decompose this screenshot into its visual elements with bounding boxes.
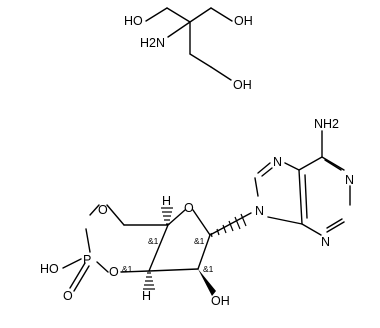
stereo-label-c3: &1 [122,264,133,274]
bond [284,162,300,171]
bond [106,204,125,226]
sugar-h-bottom-label: H [142,289,151,303]
bond [257,162,271,174]
tris-h2n-label: H2N [140,36,165,50]
bond [326,221,345,233]
cyclic-phosphate-ribose: O OH H H &1 &1 &1 &1 O O P HO O [40,194,252,308]
phosphate-o-bottom-label: O [109,265,119,279]
bond [301,223,322,236]
hashed-bond [210,213,247,238]
bond [69,262,86,289]
bond [192,209,211,236]
bond [89,204,100,216]
bond [148,268,199,272]
bond [326,218,343,229]
adenine-nh2-label: NH2 [314,117,339,131]
bond [267,216,303,225]
bond [324,159,342,171]
bond [321,156,345,171]
adenine-n1-label: N [345,173,354,187]
bond [96,261,109,273]
wedge-bond [198,269,216,296]
bond [298,156,323,171]
bond [210,66,232,81]
stereo-label-c4: &1 [148,236,159,246]
tris-oh-bottom-label: OH [233,78,252,92]
bond [148,224,169,272]
bond [166,7,191,23]
bond [189,7,212,23]
bond [167,21,191,38]
phosphate-o-top-label: O [98,203,108,217]
sugar-oh-label: OH [211,294,230,308]
tris-structure: HO OH H2N OH [124,7,253,92]
bond [145,7,168,22]
bond [261,167,273,177]
bond [254,177,259,197]
phosphate-o-double-label: O [63,289,73,303]
stereo-label-c1: &1 [194,236,205,246]
adenine-n9-label: N [255,204,264,218]
bond [85,228,91,253]
bond [298,169,303,225]
stereo-label-c2: &1 [203,264,214,274]
tris-oh-right-label: OH [234,14,253,28]
bond [210,7,233,22]
bond [197,234,211,270]
phosphate-ho-label: HO [40,262,59,276]
adenine-structure: NH2 N N N N [254,117,354,249]
bond [120,270,150,273]
bond [189,53,212,68]
bond [304,174,308,219]
adenine-n3-label: N [321,235,330,249]
sugar-h-top-label: H [162,194,171,208]
bond [73,265,90,292]
hashed-bond [143,272,155,290]
ring-oxygen-label: O [184,201,194,215]
hashed-bond [161,207,173,225]
tris-ho-label: HO [124,14,143,28]
adenine-n7-label: N [273,155,282,169]
phosphorus-label: P [83,253,91,267]
bond [167,209,186,226]
bond [62,258,82,269]
